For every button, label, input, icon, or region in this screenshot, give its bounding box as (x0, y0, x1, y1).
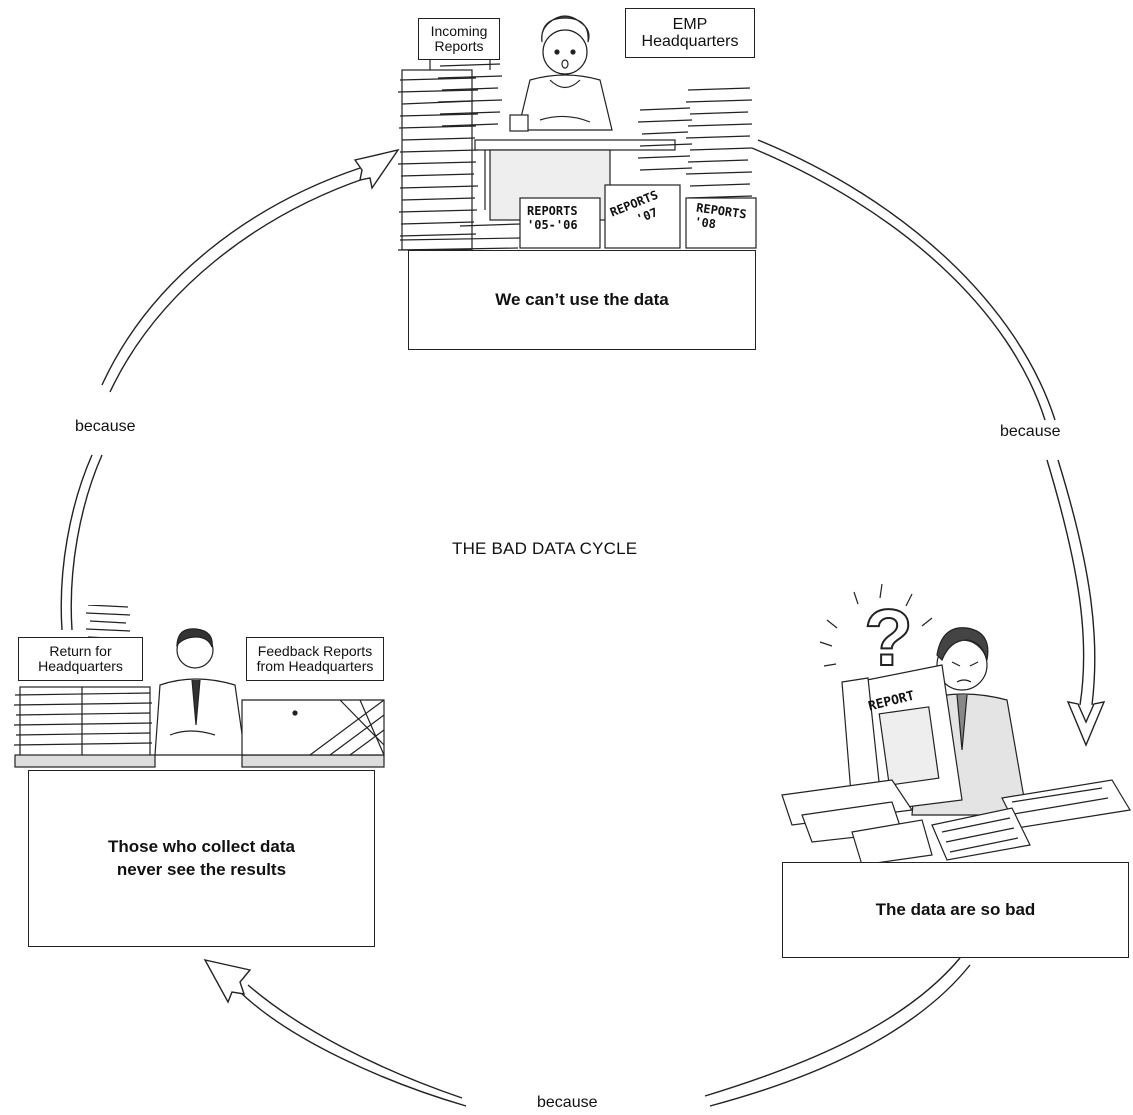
return-tray-stack (13, 686, 153, 758)
clerk-figure (517, 15, 613, 131)
because-label-right: because (1000, 423, 1061, 440)
question-mark-icon: ? (864, 593, 913, 682)
report-document (841, 664, 963, 811)
reports-box-05-06 (519, 197, 601, 249)
feedback-reports-sign-line2: from Headquarters (256, 658, 374, 674)
node-top-caption-box: We can’t use the data (408, 250, 756, 350)
emp-headquarters-sign-line1: EMP (672, 15, 708, 33)
node-top-caption: We can’t use the data (495, 289, 669, 309)
node-left-caption-line2: never see the results (116, 859, 287, 879)
incoming-reports-sign-line2: Reports (434, 38, 484, 54)
frustrated-reader-illustration: ? (781, 583, 1131, 866)
return-for-headquarters-sign-line2: Headquarters (38, 658, 123, 674)
return-tray (14, 754, 156, 768)
because-label-left: because (75, 418, 136, 435)
return-for-headquarters-sign-line1: Return for (49, 642, 112, 659)
arrow-left-to-top (60, 148, 400, 631)
arrow-top-to-right (751, 139, 1106, 747)
incoming-paper-stack (397, 69, 479, 251)
spider-web-icon (241, 699, 385, 756)
reports-box-07 (604, 184, 681, 249)
node-right-caption-box: The data are so bad (782, 862, 1129, 958)
emp-headquarters-sign-line2: Headquarters (641, 33, 739, 50)
arrow-right-to-left (203, 957, 971, 1107)
incoming-reports-sign-line1: Incoming (430, 22, 488, 39)
reports-box-05-06-label: REPORTS '05-'06 (527, 204, 578, 233)
node-right-caption: The data are so bad (875, 899, 1036, 919)
reports-box-08 (685, 197, 757, 249)
feedback-tray (241, 754, 385, 768)
field-collector-illustration (13, 605, 385, 768)
collector-figure (154, 628, 246, 756)
scattered-papers (781, 779, 1131, 866)
feedback-reports-sign-line1: Feedback Reports (257, 642, 373, 659)
node-left-caption-box: Those who collect data never see the res… (28, 770, 375, 947)
diagram-title: THE BAD DATA CYCLE (452, 539, 638, 558)
coffee-cup-icon (509, 114, 529, 132)
reports-box-05-06-line2: '05-'06 (527, 217, 578, 232)
headquarters-illustration (397, 15, 757, 251)
because-label-bottom: because (537, 1094, 598, 1111)
reports-box-05-06-line1: REPORTS (527, 204, 578, 218)
node-left-caption-line1: Those who collect data (107, 837, 296, 857)
